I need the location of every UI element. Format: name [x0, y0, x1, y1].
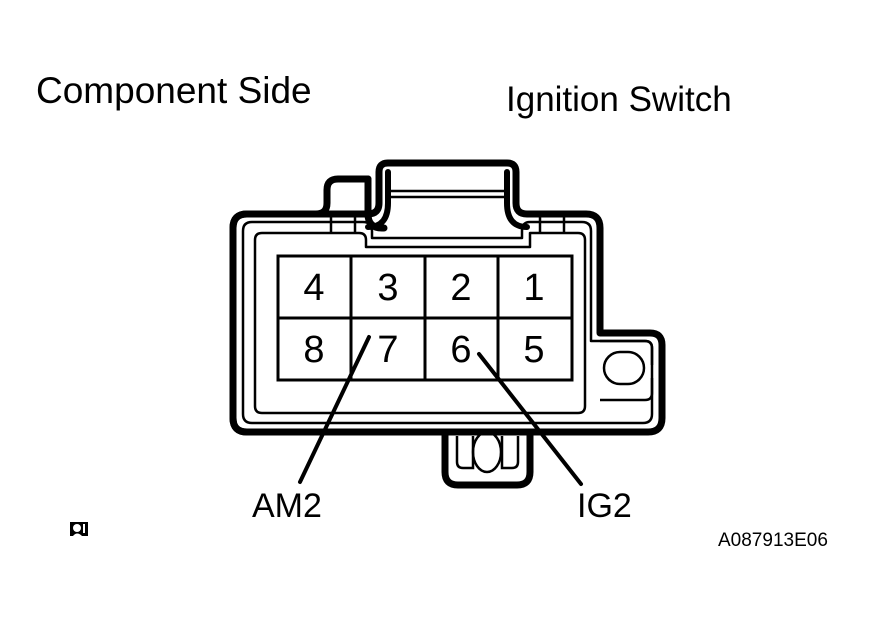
connector-inner-outline-1 [241, 220, 654, 425]
pin-number-1: 1 [523, 267, 544, 309]
connector-inner-outline-2 [253, 231, 587, 415]
title-ignition-switch: Ignition Switch [506, 80, 732, 119]
bookmark-marker-icon [70, 522, 88, 536]
latch-tab-detail [365, 169, 530, 230]
callout-leader-am2 [298, 335, 371, 484]
side-tab-oval-slot [602, 350, 646, 386]
shoulder-notches-left [329, 214, 357, 233]
pin-number-3: 3 [377, 267, 398, 309]
pin-number-2: 2 [450, 267, 471, 309]
pin-number-8: 8 [303, 329, 324, 371]
pin-grid [276, 254, 574, 382]
title-component-side: Component Side [36, 70, 312, 111]
bottom-tab-outline [441, 428, 534, 489]
latch-tab-crossbar [390, 189, 505, 199]
bottom-tab-oval-slot [471, 430, 503, 474]
pin-number-6: 6 [450, 329, 471, 371]
reference-code: A087913E06 [718, 530, 828, 551]
shoulder-notches-right [538, 214, 566, 233]
pin-number-5: 5 [523, 329, 544, 371]
connector-silhouette [229, 159, 666, 436]
callout-leader-ig2 [477, 352, 583, 486]
side-tab-right [600, 339, 654, 402]
callout-label-ig2: IG2 [577, 487, 632, 525]
callout-label-am2: AM2 [252, 487, 322, 525]
bottom-tab-notches [455, 436, 520, 470]
pin-number-7: 7 [377, 329, 398, 371]
pin-number-4: 4 [303, 267, 324, 309]
